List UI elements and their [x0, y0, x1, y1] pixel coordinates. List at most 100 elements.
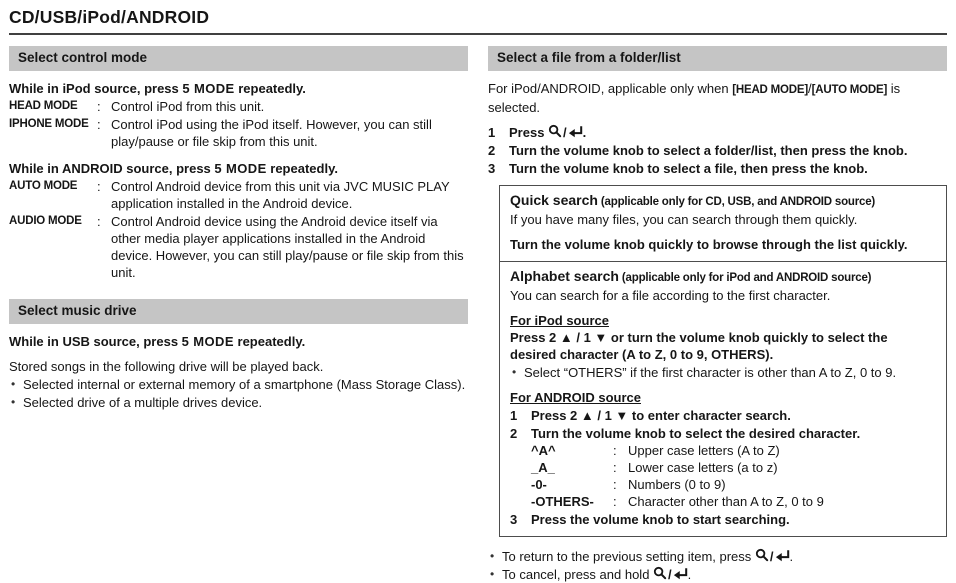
intro-text: is selected.	[488, 81, 901, 115]
bullet-marker: •	[512, 364, 517, 379]
quick-search-desc: If you have many files, you can search t…	[510, 212, 858, 227]
colon: :	[97, 214, 101, 229]
character-label: -0-	[531, 476, 547, 492]
back-icon	[673, 567, 688, 580]
bullet-item: • To cancel, press and hold /.	[488, 566, 947, 583]
mode-description: Control iPod using the iPod itself. Howe…	[111, 117, 432, 149]
bullet-item: • Select “OTHERS” if the first character…	[510, 364, 936, 381]
button-label-5-mode: 5 MODE	[214, 161, 267, 176]
page-title: CD/USB/iPod/ANDROID	[9, 7, 210, 27]
step-item: 1 Press /.	[488, 124, 947, 141]
music-drive-intro: Stored songs in the following drive will…	[9, 359, 324, 374]
bullet-marker: •	[11, 395, 16, 409]
right-column: Select a file from a folder/list For iPo…	[488, 46, 947, 583]
step-text: Turn the volume knob to select the desir…	[531, 425, 861, 441]
quick-search-box: Quick search (applicable only for CD, US…	[499, 185, 947, 262]
quick-search-title: Quick search	[510, 192, 598, 208]
mode-tag-auto-mode: [AUTO MODE]	[811, 84, 888, 96]
alphabet-search-desc: You can search for a file according to t…	[510, 287, 831, 303]
ipod-source-instruction: While in iPod source, press 5 MODE repea…	[9, 80, 468, 97]
step-text: Press the volume knob to start searching…	[531, 511, 790, 527]
two-column-layout: Select control mode While in iPod source…	[9, 46, 947, 583]
step-number: 3	[488, 161, 496, 176]
mode-definition-row: AUDIO MODE : Control Android device usin…	[9, 213, 468, 281]
step-text: Press /.	[509, 124, 947, 141]
character-definition-row: -OTHERS- : Character other than A to Z, …	[531, 493, 936, 510]
alphabet-search-title-line: Alphabet search (applicable only for iPo…	[510, 268, 936, 287]
step-text-prefix: Press	[509, 125, 549, 140]
intro-text: For iPod/ANDROID, applicable only when	[488, 81, 733, 96]
search-icon	[653, 566, 667, 580]
section-header-select-control-mode: Select control mode	[9, 46, 468, 71]
colon: :	[613, 476, 617, 492]
instruction-text: repeatedly.	[234, 81, 306, 96]
step-item: 2 Turn the volume knob to select a folde…	[488, 142, 947, 159]
mode-definition-row: AUTO MODE : Control Android device from …	[9, 178, 468, 212]
left-column: Select control mode While in iPod source…	[9, 46, 468, 583]
title-rule	[9, 33, 947, 35]
bullet-item: • Selected internal or external memory o…	[9, 376, 468, 393]
mode-definition-row: HEAD MODE : Control iPod from this unit.	[9, 98, 468, 115]
mode-description: Control iPod from this unit.	[111, 99, 265, 114]
quick-search-tip: Turn the volume knob quickly to browse t…	[510, 237, 908, 252]
character-definition-row: ^A^ : Upper case letters (A to Z)	[531, 442, 936, 459]
alphabet-search-scope: (applicable only for iPod and ANDROID so…	[618, 271, 872, 284]
colon: :	[97, 117, 101, 132]
colon: :	[97, 179, 101, 194]
character-label: -OTHERS-	[531, 493, 594, 509]
character-label: _A_	[531, 459, 555, 475]
bullet-item: • Selected drive of a multiple drives de…	[9, 394, 468, 411]
note-text-prefix: To cancel, press and hold	[502, 566, 654, 582]
bullet-marker: •	[490, 566, 495, 581]
colon: :	[613, 493, 617, 509]
step-item: 2 Turn the volume knob to select the des…	[510, 425, 936, 442]
character-description: Upper case letters (A to Z)	[628, 442, 780, 458]
mode-label: HEAD MODE	[9, 100, 78, 112]
mode-description: Control Android device using the Android…	[111, 214, 464, 280]
mode-tag-head-mode: [HEAD MODE]	[732, 84, 808, 96]
back-icon	[568, 125, 583, 138]
step-number: 2	[488, 143, 496, 158]
bullet-text: Selected internal or external memory of …	[23, 377, 466, 392]
search-icon	[548, 124, 562, 138]
instruction-text: While in iPod source, press	[9, 81, 183, 96]
step-number: 3	[510, 511, 518, 527]
slash: /	[563, 125, 567, 140]
bullet-marker: •	[490, 548, 495, 563]
ipod-search-instruction: Press 2 ▲ / 1 ▼ or turn the volume knob …	[510, 329, 888, 362]
character-definition-row: _A_ : Lower case letters (a to z)	[531, 459, 936, 476]
button-label-5-mode: 5 MODE	[181, 334, 234, 349]
usb-source-instruction: While in USB source, press 5 MODE repeat…	[9, 333, 468, 350]
character-description: Lower case letters (a to z)	[628, 459, 778, 475]
bullet-text: To cancel, press and hold /.	[502, 566, 947, 583]
step-text: Press 2 ▲ / 1 ▼ to enter character searc…	[531, 407, 791, 423]
bullet-text: Selected drive of a multiple drives devi…	[23, 395, 263, 410]
step-text-suffix: .	[582, 125, 587, 140]
step-item: 3 Turn the volume knob to select a file,…	[488, 160, 947, 177]
note-text-suffix: .	[687, 566, 692, 582]
bullet-text: To return to the previous setting item, …	[502, 548, 947, 565]
mode-label: IPHONE MODE	[9, 118, 89, 130]
for-ipod-source-heading: For iPod source	[510, 312, 609, 328]
for-android-source-heading: For ANDROID source	[510, 389, 641, 405]
slash: /	[807, 81, 812, 96]
back-icon	[775, 549, 790, 562]
step-number: 1	[488, 125, 496, 140]
character-label: ^A^	[531, 442, 556, 458]
character-description: Numbers (0 to 9)	[628, 476, 726, 492]
quick-search-title-line: Quick search (applicable only for CD, US…	[510, 192, 936, 211]
character-description: Character other than A to Z, 0 to 9	[628, 493, 824, 509]
step-item: 3 Press the volume knob to start searchi…	[510, 511, 936, 528]
mode-description: Control Android device from this unit vi…	[111, 179, 450, 211]
colon: :	[97, 99, 101, 114]
instruction-text: repeatedly.	[266, 161, 338, 176]
bullet-marker: •	[11, 377, 16, 391]
step-text: Turn the volume knob to select a folder/…	[509, 143, 908, 158]
mode-label: AUTO MODE	[9, 180, 78, 192]
footer-notes: • To return to the previous setting item…	[488, 548, 947, 583]
step-number: 2	[510, 425, 518, 441]
section-header-select-file: Select a file from a folder/list	[488, 46, 947, 71]
mode-label: AUDIO MODE	[9, 215, 82, 227]
file-select-intro: For iPod/ANDROID, applicable only when […	[488, 80, 947, 116]
